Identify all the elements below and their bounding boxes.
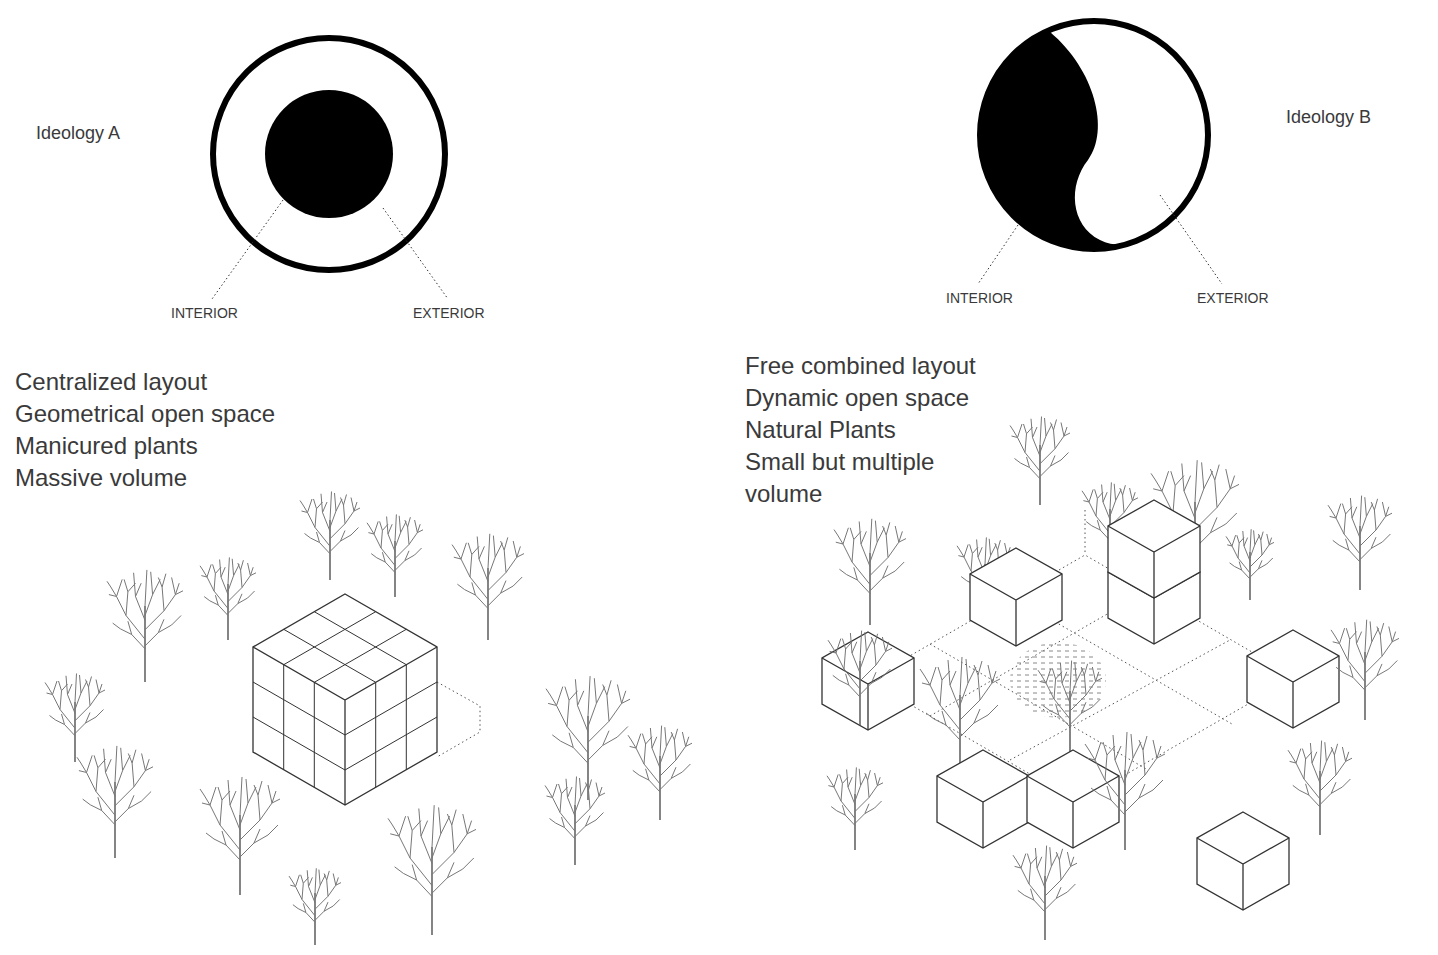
ideology-a-symbol <box>212 38 448 299</box>
tree <box>45 674 105 763</box>
tree <box>200 777 280 895</box>
tree <box>107 570 183 682</box>
tree <box>388 805 476 935</box>
tree <box>300 492 360 581</box>
leader-line <box>212 200 283 299</box>
label-box: Centralized layout <box>15 366 207 398</box>
label-box: Ideology B <box>1286 105 1371 129</box>
tree <box>628 726 692 820</box>
cube <box>1197 812 1289 910</box>
label-box: Free combined layout <box>745 350 976 382</box>
label-box: Natural Plants <box>745 414 896 446</box>
cube <box>1247 630 1339 728</box>
leader-label: INTERIOR <box>171 304 238 323</box>
label-box: Massive volume <box>15 462 187 494</box>
cube <box>1108 500 1200 598</box>
label-box: EXTERIOR <box>1197 289 1269 308</box>
tree <box>77 746 153 858</box>
tree <box>834 519 906 625</box>
tree <box>1331 620 1399 720</box>
tree <box>1010 417 1070 506</box>
tree <box>1328 496 1392 590</box>
ideology-b-symbol <box>978 21 1222 284</box>
label-box: Dynamic open space <box>745 382 969 414</box>
ideology-title: Ideology A <box>36 121 120 145</box>
interior-disk <box>265 90 393 218</box>
hatched-lawn <box>1010 642 1106 718</box>
feature-text: Manicured plants <box>15 430 198 462</box>
feature-text: Geometrical open space <box>15 398 275 430</box>
tree <box>828 631 892 725</box>
label-box: INTERIOR <box>946 289 1013 308</box>
cube <box>1027 750 1119 848</box>
label-box: Ideology A <box>36 121 120 145</box>
tree <box>827 767 883 850</box>
tree <box>546 676 630 800</box>
feature-text: Natural Plants <box>745 414 896 446</box>
tree <box>545 777 605 866</box>
tree <box>1226 529 1274 600</box>
leader-label: EXTERIOR <box>1197 289 1269 308</box>
feature-text: Massive volume <box>15 462 187 494</box>
feature-text: Dynamic open space <box>745 382 969 414</box>
cube <box>822 632 914 730</box>
leader-label: INTERIOR <box>946 289 1013 308</box>
tree <box>367 514 423 597</box>
label-box: Geometrical open space <box>15 398 275 430</box>
label-box: EXTERIOR <box>413 304 485 323</box>
leader-line <box>978 225 1018 284</box>
massive-cube <box>253 594 437 805</box>
label-box: Manicured plants <box>15 430 198 462</box>
cube <box>970 548 1062 646</box>
tree <box>200 557 256 640</box>
outer-ring <box>213 38 445 270</box>
dotted-extension <box>437 682 480 757</box>
feature-text: Small but multiple volume <box>745 446 960 510</box>
feature-text: Centralized layout <box>15 366 207 398</box>
centralized-scene <box>45 492 692 946</box>
feature-text: Free combined layout <box>745 350 976 382</box>
tree <box>452 534 524 640</box>
label-box: INTERIOR <box>171 304 238 323</box>
free-scene <box>822 417 1399 941</box>
ideology-title: Ideology B <box>1286 105 1371 129</box>
label-box: Small but multiple volume <box>745 446 960 510</box>
leader-label: EXTERIOR <box>413 304 485 323</box>
tree <box>1288 741 1352 835</box>
tree <box>1038 661 1102 755</box>
tree <box>289 868 341 945</box>
cube <box>937 750 1029 848</box>
leader-line <box>1160 195 1222 284</box>
tree <box>1013 846 1077 940</box>
leader-line <box>383 208 448 299</box>
tree <box>1085 732 1165 850</box>
